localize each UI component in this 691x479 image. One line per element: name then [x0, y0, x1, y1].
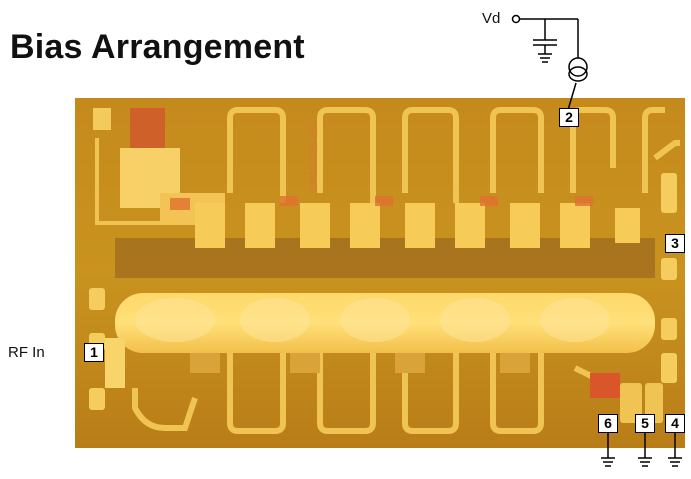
pin6-ground-icon [601, 432, 615, 467]
band-highlights [135, 298, 610, 342]
pin-3-label: 3 [665, 234, 685, 253]
vd-label: Vd [482, 10, 501, 27]
pin5-ground-icon [638, 432, 652, 467]
pin-4-label: 4 [665, 414, 685, 433]
transistor-fingers-lower [190, 353, 530, 373]
bottom-meander-traces [132, 353, 638, 434]
ground-symbol-icon [538, 53, 552, 63]
pin-5-label: 5 [635, 414, 655, 433]
vd-terminal-icon [511, 14, 521, 24]
pin-1-label: 1 [84, 343, 104, 362]
right-edge-pads [661, 173, 677, 383]
diagram-title: Bias Arrangement [10, 28, 305, 66]
pin-6-label: 6 [598, 414, 618, 433]
capacitor-accent [130, 108, 165, 148]
ground-pads [620, 383, 663, 423]
chip-marking: CMM0016-BD [308, 123, 320, 193]
pin-2-label: 2 [559, 108, 579, 127]
corner-pad [93, 108, 111, 130]
chip-die: CMM0016-BD [75, 98, 685, 448]
decoupling-capacitor-icon [533, 39, 557, 46]
finger-accents [170, 196, 593, 210]
bias-inductor-icon [568, 57, 588, 82]
bottom-accent-pad [590, 373, 620, 398]
transistor-fingers-upper [195, 203, 640, 248]
pin4-ground-icon [668, 432, 682, 467]
rf-in-label: RF In [8, 344, 45, 361]
